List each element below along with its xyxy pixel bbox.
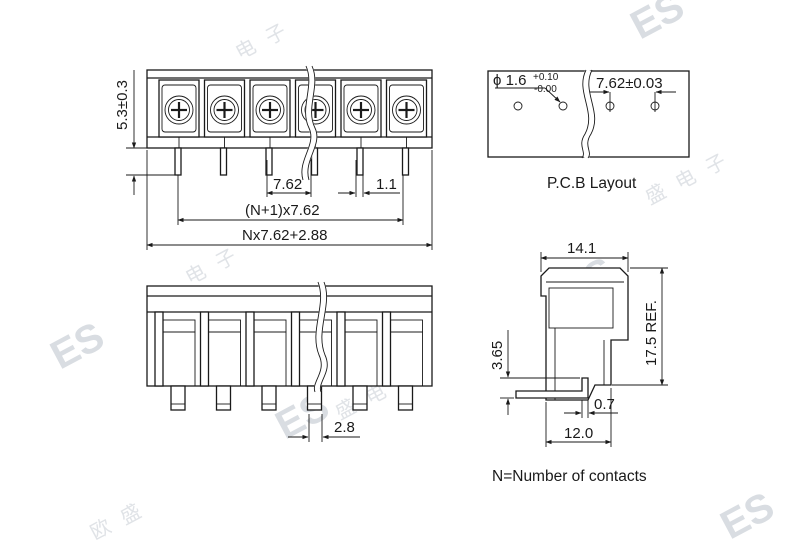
dim-total-label: Nx7.62+2.88: [242, 227, 327, 244]
bottom-slot: [381, 311, 423, 411]
watermark-char: 子: [701, 149, 730, 180]
screw-head: [210, 95, 239, 125]
front-poles: [158, 79, 428, 148]
hole-tol-plus: +0.10: [533, 72, 559, 83]
dim-pin-len-label: 3.65: [489, 341, 506, 370]
watermark-char: 电: [231, 34, 260, 65]
pin-tail: [215, 385, 232, 411]
pcb-layout: ϕ 1.6 +0.10 -0.00 7.62±0.03 P.C.B Layout: [487, 68, 690, 192]
terminal-pole: [249, 79, 291, 148]
screw-head: [392, 95, 421, 125]
pin-tail: [261, 385, 277, 411]
terminal-pole: [203, 79, 246, 148]
side-view: 14.1 17.5 REF. 3.65 0.7 12.0: [489, 240, 668, 447]
bottom-slot: [154, 311, 196, 411]
dim-top-label: 14.1: [567, 240, 596, 257]
dim-span-label: (N+1)x7.62: [245, 202, 320, 219]
contacts-note: N=Number of contacts: [492, 468, 647, 485]
watermark-char: 盛: [641, 179, 670, 210]
watermark-logo: ES: [269, 384, 337, 448]
pin-tail: [170, 385, 186, 411]
dim-height-label: 5.3±0.3: [114, 80, 131, 130]
hole-tol-minus: -0.00: [534, 84, 557, 95]
hole-dia-label: ϕ 1.6: [493, 72, 526, 89]
pcb-caption: P.C.B Layout: [547, 175, 637, 192]
dim-pitch-label: 7.62: [273, 176, 302, 193]
terminal-pole: [385, 79, 428, 148]
pin-tail: [397, 385, 414, 411]
pcb-pitch-label: 7.62±0.03: [596, 75, 663, 92]
dim-side-height-label: 17.5 REF.: [643, 300, 660, 366]
screw-head: [255, 95, 285, 125]
bottom-slots: [154, 311, 423, 411]
side-housing: [540, 267, 629, 401]
terminal-pole: [158, 79, 200, 148]
pin: [401, 147, 410, 176]
terminal-pole: [340, 79, 382, 148]
dim-base-label: 12.0: [564, 425, 593, 442]
dim-pin-width-label: 2.8: [334, 419, 355, 436]
watermark-logo: ES: [44, 314, 112, 378]
pin: [265, 147, 273, 176]
pcb-hole: [558, 101, 568, 111]
watermark-char: 电: [671, 164, 700, 195]
bottom-view: 2.8: [146, 280, 433, 442]
pin-tail: [352, 385, 368, 411]
watermark-logo: ES: [624, 0, 692, 48]
watermark-char: 盛: [116, 499, 145, 530]
watermark-char: 子: [261, 19, 290, 50]
dim-pin-th-label: 0.7: [594, 396, 615, 413]
front-pins: [174, 147, 410, 176]
watermark-char: 欧: [86, 514, 115, 545]
watermark-char: 子: [211, 244, 240, 275]
screw-head: [346, 95, 376, 125]
pin: [219, 147, 228, 176]
screw-head: [164, 95, 194, 125]
pcb-hole: [513, 101, 523, 111]
bottom-slot: [199, 311, 241, 411]
side-pin: [515, 377, 589, 399]
bottom-slot: [245, 311, 287, 411]
pin: [356, 147, 364, 176]
pin: [174, 147, 182, 176]
bottom-slot: [336, 311, 378, 411]
front-view: 5.3±0.3 7.62 1.1 (N+1)x7.62 Nx7.62+2.88: [114, 64, 433, 250]
watermark-char: 电: [181, 259, 210, 290]
screw-head: [301, 95, 330, 125]
watermark-logo: ES: [714, 484, 782, 546]
dim-pin-label: 1.1: [376, 176, 397, 193]
